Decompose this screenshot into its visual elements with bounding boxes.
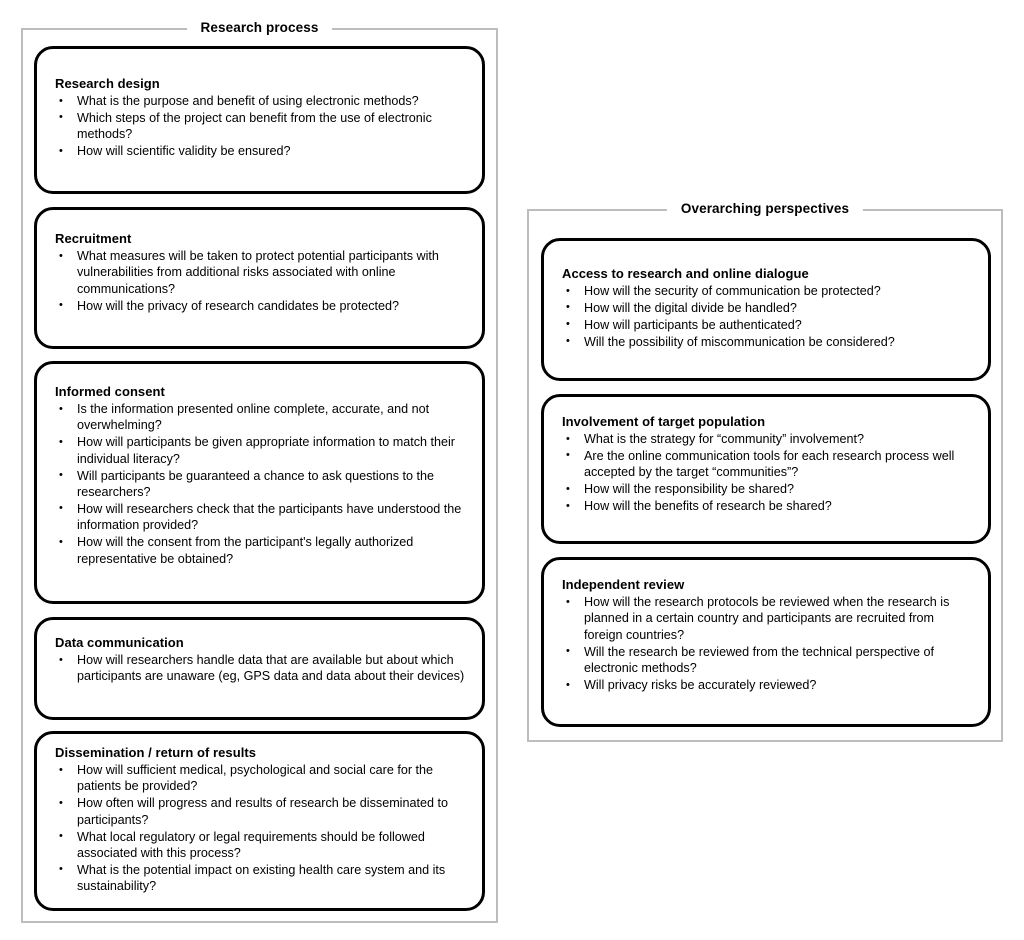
card-data-communication: Data communication How will researchers … [34,617,485,720]
list-item: How will researchers handle data that ar… [55,652,466,685]
card-title: Informed consent [55,384,165,399]
list-item: What measures will be taken to protect p… [55,247,466,297]
list-item: How will scientific validity be ensured? [55,143,466,160]
card-informed-consent: Informed consent Is the information pres… [34,361,485,604]
list-item: How will sufficient medical, psychologic… [55,762,466,795]
list-item: What is the purpose and benefit of using… [55,92,466,109]
card-dissemination: Dissemination / return of results How wi… [34,731,485,911]
card-bullet-list: How will researchers handle data that ar… [55,652,466,685]
card-title: Research design [55,76,160,91]
list-item: Will privacy risks be accurately reviewe… [562,677,972,694]
list-item: How often will progress and results of r… [55,795,466,828]
group-frame-overarching-perspectives: Overarching perspectives [527,200,1003,742]
list-item: How will researchers check that the part… [55,500,466,534]
card-bullet-list: How will the security of communication b… [562,282,972,350]
card-title: Recruitment [55,231,132,246]
card-bullet-list: How will sufficient medical, psychologic… [55,762,466,895]
list-item: What local regulatory or legal requireme… [55,828,466,862]
card-title: Independent review [562,577,685,592]
card-bullet-list: What is the purpose and benefit of using… [55,92,466,160]
list-item: How will the security of communication b… [562,282,972,299]
list-item: What is the potential impact on existing… [55,861,466,895]
list-item: How will participants be authenticated? [562,316,972,333]
card-title: Involvement of target population [562,414,766,429]
card-bullet-list: What measures will be taken to protect p… [55,247,466,314]
card-bullet-list: What is the strategy for “community” inv… [562,430,972,515]
group-title-research-process: Research process [186,19,333,37]
card-bullet-list: Is the information presented online comp… [55,401,466,567]
list-item: Will participants be guaranteed a chance… [55,467,466,501]
list-item: Will the research be reviewed from the t… [562,643,972,677]
card-access-to-research: Access to research and online dialogue H… [541,238,991,381]
list-item: Which steps of the project can benefit f… [55,109,466,143]
card-title: Dissemination / return of results [55,745,257,760]
list-item: What is the strategy for “community” inv… [562,430,972,447]
list-item: How will the consent from the participan… [55,534,466,567]
list-item: How will the privacy of research candida… [55,297,466,314]
card-title: Access to research and online dialogue [562,266,809,281]
list-item: How will the benefits of research be sha… [562,498,972,515]
list-item: How will participants be given appropria… [55,434,466,467]
list-item: Is the information presented online comp… [55,401,466,434]
card-title: Data communication [55,635,184,650]
list-item: Will the possibility of miscommunication… [562,333,972,350]
card-involvement-target-population: Involvement of target population What is… [541,394,991,544]
list-item: How will the research protocols be revie… [562,593,972,643]
list-item: How will the digital divide be handled? [562,299,972,316]
list-item: Are the online communication tools for e… [562,447,972,481]
group-frame-research-process: Research process [21,19,498,923]
card-recruitment: Recruitment What measures will be taken … [34,207,485,349]
group-title-overarching-perspectives: Overarching perspectives [666,200,864,218]
list-item: How will the responsibility be shared? [562,481,972,498]
card-bullet-list: How will the research protocols be revie… [562,593,972,694]
card-independent-review: Independent review How will the research… [541,557,991,727]
card-research-design: Research design What is the purpose and … [34,46,485,194]
